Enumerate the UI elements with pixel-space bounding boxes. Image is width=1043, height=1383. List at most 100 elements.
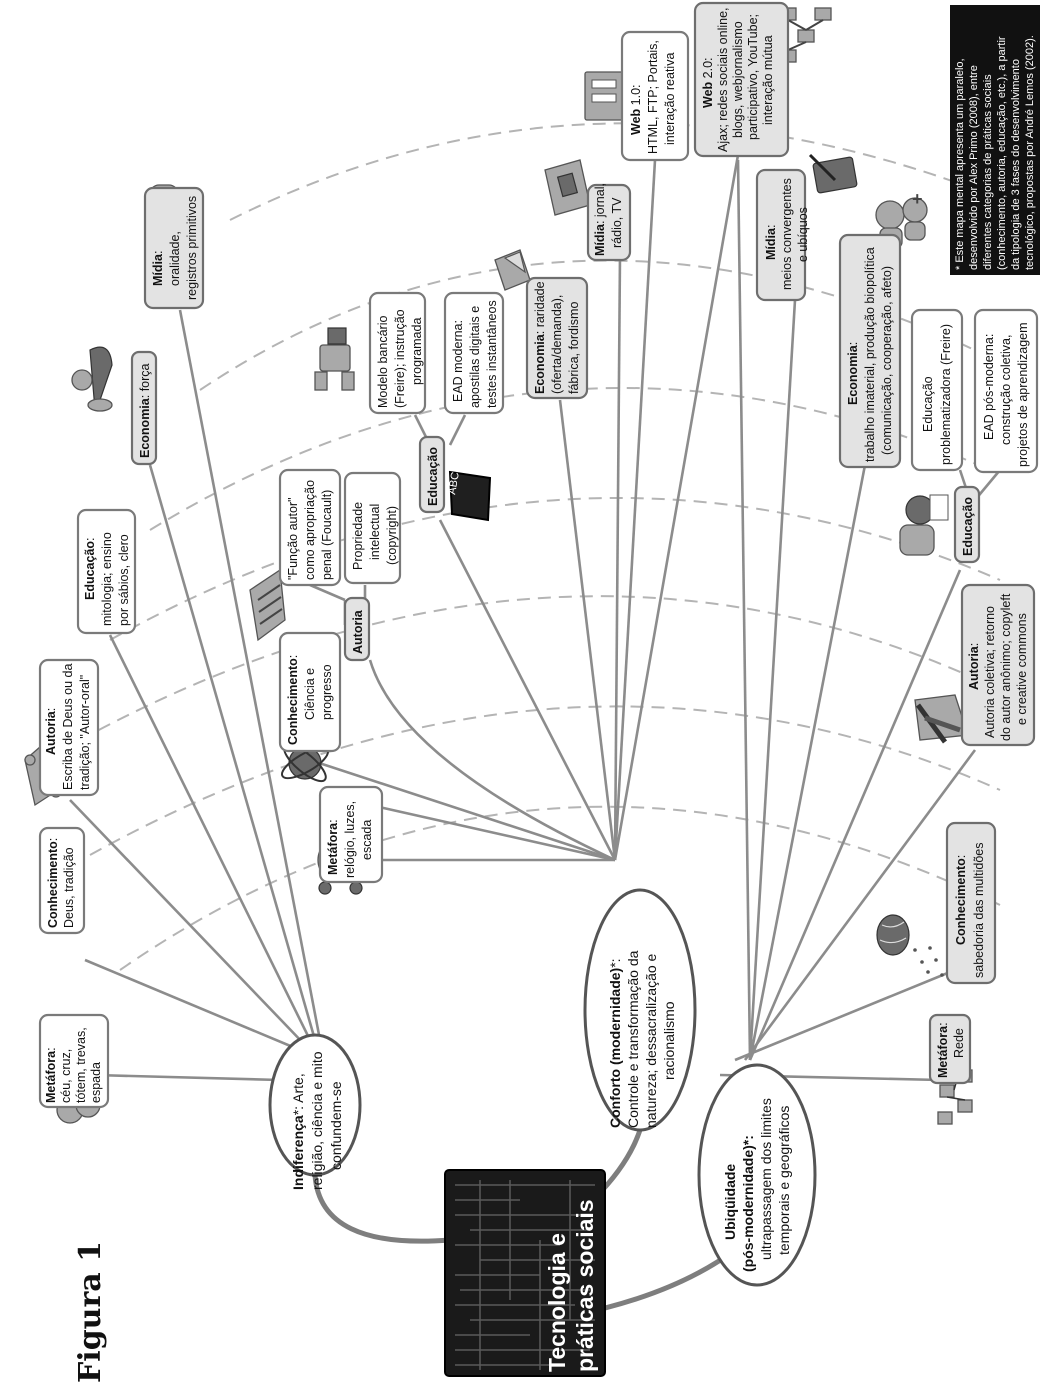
phase-conforto: Conforto (modernidade)*: Controle e tran… bbox=[583, 888, 697, 1132]
nodes-ead-pos-l2: construção coletiva, bbox=[999, 335, 1013, 445]
svg-text:Conforto (modernidade)*:: Conforto (modernidade)*: bbox=[607, 958, 623, 1128]
crystal-icon bbox=[494, 249, 531, 291]
ubiquidade-line3: ultrapassagem dos limites bbox=[758, 1098, 774, 1260]
nodes-conhecimento3-bold: Conhecimento bbox=[954, 858, 968, 945]
svg-text:Indiferença*: Arte,: Indiferença*: Arte, bbox=[290, 1073, 306, 1190]
footnote-l6: tecnológico, propostas por André Lemos (… bbox=[1024, 35, 1036, 270]
nodes-educacao3-label: Educação bbox=[961, 497, 975, 556]
fax-machine-icon bbox=[544, 159, 591, 216]
footnote-l5: da tipologia de 3 fases do desenvolvimen… bbox=[1010, 59, 1022, 270]
svg-text:Metáfora:: Metáfora: bbox=[936, 1022, 950, 1078]
nodes-web2-l3: blogs, webjornalismo bbox=[731, 21, 745, 138]
conforto-rest: *: bbox=[607, 958, 623, 967]
nodes-web2-l5: interação mútua bbox=[761, 35, 775, 125]
nodes-midia1-rest: : bbox=[151, 251, 165, 254]
nodes-conhecimento2-rest: : bbox=[286, 655, 300, 658]
computer-tower-icon bbox=[584, 71, 624, 121]
nodes-economia3-bold: Economia bbox=[846, 344, 860, 405]
svg-text:Economia: raridade: Economia: raridade bbox=[533, 281, 547, 394]
nodes-midia1-l2: oralidade, bbox=[168, 231, 182, 286]
nodes-ead-moderna-l2: apostilas digitais e bbox=[468, 306, 482, 408]
tablet-pen-icon bbox=[808, 153, 858, 194]
nodes-propriedade-l3: (copyright) bbox=[385, 506, 399, 565]
nodes-conhecimento1-bold: Conhecimento bbox=[46, 841, 60, 928]
node-metafora-1: Metáfora: céu, cruz, tótem, trevas, espa… bbox=[38, 1013, 110, 1109]
node-web-2: Web 2.0: Ajax; redes sociais online, blo… bbox=[693, 1, 790, 158]
nodes-modelo-bancario-l3: programada bbox=[410, 318, 424, 385]
nodes-autoria3-l2: Autoria coletiva; retorno bbox=[983, 606, 997, 738]
nodes-web2-rest: 2.0: bbox=[701, 58, 715, 82]
nodes-autoria1-l2: Escriba de Deus ou da bbox=[61, 663, 75, 790]
nodes-economia3-l3: (comunicação, cooperação, afeto) bbox=[880, 266, 894, 455]
nodes-educacao-problem-l1: Educação bbox=[921, 376, 935, 432]
footnote: * Este mapa mental apresenta um paralelo… bbox=[950, 5, 1040, 275]
nodes-midia3-l2: meios convergentes bbox=[780, 178, 794, 290]
nodes-ead-pos-l3: projetos de aprendizagem bbox=[1016, 322, 1030, 467]
svg-text:+: + bbox=[912, 189, 923, 209]
nodes-autoria3-bold: Autoria bbox=[967, 645, 981, 690]
central-title-line2: práticas sociais bbox=[572, 1199, 598, 1372]
ubiquidade-line4: temporais e geográficos bbox=[776, 1106, 792, 1255]
nodes-web1-bold: Web bbox=[629, 108, 643, 135]
conforto-line2: Controle e transformação da bbox=[625, 950, 641, 1128]
nodes-midia3-l3: e ubíquos bbox=[796, 207, 810, 262]
gramophone-icon bbox=[71, 346, 113, 412]
nodes-metafora2-bold: Metáfora bbox=[326, 822, 340, 875]
ubiquidade-line1: Ubiqüidade bbox=[722, 1164, 738, 1240]
node-modelo-bancario: Modelo bancário (Freire); instrução prog… bbox=[368, 291, 427, 415]
node-ead-moderna: EAD moderna: apostilas digitais e testes… bbox=[443, 291, 505, 415]
node-metafora-3: Metáfora: Rede bbox=[928, 1013, 972, 1085]
nodes-autoria3-l3: do autor anônimo; copyleft bbox=[999, 593, 1013, 741]
nodes-midia2-rest: : jornal, bbox=[593, 183, 607, 224]
nodes-propriedade-l1: Propriedade bbox=[351, 502, 365, 570]
nodes-conhecimento1-l2: Deus, tradição bbox=[62, 847, 76, 928]
nodes-metafora2-l3: escada bbox=[360, 820, 374, 860]
node-conhecimento-3: Conhecimento: sabedoria das multidões bbox=[945, 821, 997, 985]
pencils-icon bbox=[914, 694, 969, 744]
central-title-line1: Tecnologia e bbox=[544, 1233, 570, 1372]
node-funcao-autor: "Função autor" como apropriação penal (F… bbox=[278, 468, 342, 587]
svg-text:Economia: força: Economia: força bbox=[138, 363, 152, 458]
nodes-conhecimento2-bold: Conhecimento bbox=[286, 658, 300, 745]
node-educacao-2: Educação bbox=[418, 435, 446, 514]
nodes-web2-l2: Ajax; redes sociais online, bbox=[716, 7, 730, 152]
nodes-web1-l3: interação reativa bbox=[663, 53, 677, 145]
nodes-autoria2-label: Autoria bbox=[351, 609, 365, 654]
nodes-propriedade-l2: intelectual bbox=[368, 504, 382, 560]
nodes-metafora3-l2: Rede bbox=[952, 1028, 966, 1058]
nodes-metafora2-rest: : bbox=[326, 819, 340, 822]
indiferenca-line3: confundem-se bbox=[328, 1081, 344, 1170]
nodes-funcao-autor-l3: penal (Foucault) bbox=[320, 490, 334, 580]
nodes-midia1-l3: registros primitivos bbox=[185, 196, 199, 300]
nodes-autoria1-l3: tradição; "Autor-oral" bbox=[78, 675, 92, 790]
nodes-web2-l4: participativo, YouTube; bbox=[746, 14, 760, 140]
footnote-l4: (conhecimento, autoria, educação, etc.),… bbox=[996, 36, 1008, 270]
nodes-educacao-problem-l2: problematizadora (Freire) bbox=[939, 324, 953, 465]
nodes-metafora3-rest: : bbox=[936, 1022, 950, 1025]
nodes-metafora1-l4: espada bbox=[89, 1062, 103, 1103]
node-autoria-3: Autoria: Autoria coletiva; retorno do au… bbox=[960, 583, 1036, 747]
nodes-midia2-l2: rádio, TV bbox=[610, 197, 624, 248]
nodes-conhecimento3-rest: : bbox=[954, 855, 968, 858]
nodes-ead-moderna-l3: testes instantâneos bbox=[485, 300, 499, 408]
nodes-conhecimento2-l3: progresso bbox=[320, 664, 334, 720]
svg-text:Metáfora:: Metáfora: bbox=[44, 1047, 58, 1103]
nodes-conhecimento3-l2: sabedoria das multidões bbox=[972, 843, 986, 979]
ubiquidade-line2: (pós-modernidade)*: bbox=[740, 1135, 756, 1272]
nodes-web1-l2: HTML, FTP; Portais, bbox=[646, 40, 660, 154]
circuit-texture bbox=[455, 1180, 595, 1370]
nodes-modelo-bancario-l1: Modelo bancário bbox=[376, 316, 390, 408]
nodes-funcao-autor-l1: "Função autor" bbox=[286, 497, 300, 580]
node-economia-3: Economia: trabalho imaterial, produção b… bbox=[838, 233, 902, 469]
ubiquidade-connectors bbox=[719, 159, 977, 1082]
svg-text:Mídia:: Mídia: bbox=[151, 251, 165, 286]
nodes-metafora1-rest: : bbox=[44, 1047, 58, 1050]
nodes-educacao1-l2: mitologia; ensino bbox=[100, 532, 114, 626]
nodes-autoria1-rest: : bbox=[44, 708, 58, 711]
nodes-midia3-bold: Mídia bbox=[764, 227, 778, 260]
svg-text:Mídia:: Mídia: bbox=[764, 225, 778, 260]
nodes-ead-moderna-l1: EAD moderna: bbox=[451, 320, 465, 402]
nodes-autoria3-l4: e creative commons bbox=[1015, 613, 1029, 725]
node-midia-3: Mídia: meios convergentes e ubíquos bbox=[755, 168, 810, 302]
